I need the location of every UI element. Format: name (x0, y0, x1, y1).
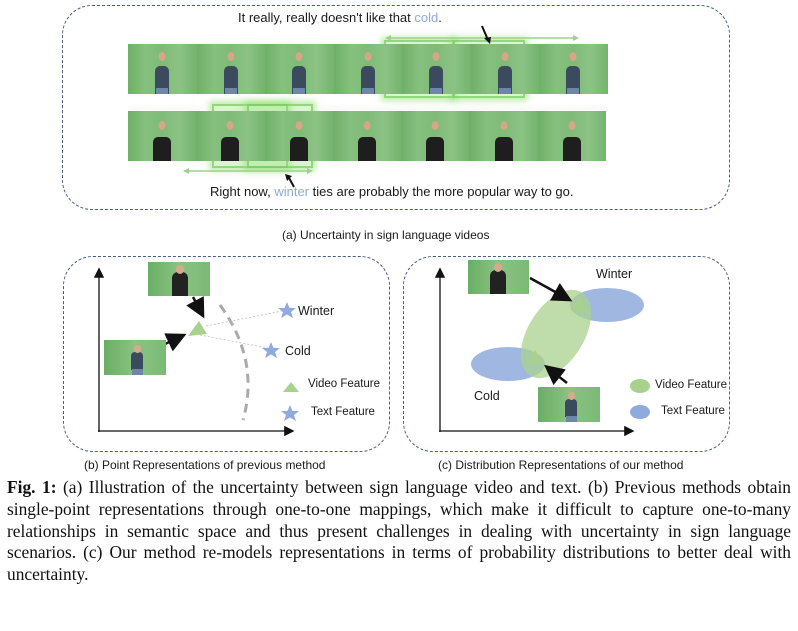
legend-text-feature: Text Feature (661, 405, 725, 417)
label-cold: Cold (474, 389, 500, 403)
label-winter: Winter (596, 267, 633, 281)
video-frame (333, 44, 402, 94)
bottom-sentence: Right now, winter ties are probably the … (210, 184, 574, 199)
arrow-to-cold (544, 364, 568, 386)
caption-b: (b) Point Representations of previous me… (84, 458, 326, 472)
bottom-span-arrow (183, 168, 313, 174)
arrow-from-left-thumb (164, 333, 187, 352)
legend-text-ellipse-icon (630, 405, 650, 419)
thumb-b-left (104, 340, 166, 375)
top-pointer-arrow (481, 25, 491, 44)
panel-c-border (403, 256, 730, 452)
video-feature-point (188, 321, 207, 336)
video-point-winter (571, 297, 587, 311)
caption-a: (a) Uncertainty in sign language videos (282, 228, 490, 242)
video-frame (332, 111, 402, 161)
video-frame (539, 44, 608, 94)
panel-b-diagram (93, 267, 299, 437)
top-sentence: It really, really doesn't like that cold… (238, 10, 442, 25)
video-frame (264, 111, 333, 161)
video-point-cold (527, 350, 543, 363)
label-winter: Winter (298, 304, 335, 318)
video-frame (537, 111, 607, 161)
thumb-c-bottom (538, 387, 600, 422)
arrow-to-winter (529, 276, 573, 302)
video-frame (128, 111, 197, 161)
top-video-strip (128, 44, 608, 94)
bottom-sentence-suffix: ties are probably the more popular way t… (309, 184, 574, 199)
video-frame (402, 44, 471, 94)
video-frame (265, 44, 334, 94)
star-winter-icon (278, 302, 296, 318)
thumb-b-top (148, 262, 210, 296)
figure-caption: Fig. 1: (a) Illustration of the uncertai… (7, 477, 791, 586)
caption-c: (c) Distribution Representations of our … (438, 458, 684, 472)
thumb-c-top (468, 260, 529, 294)
video-frame (128, 44, 197, 94)
legend-video-feature: Video Feature (308, 378, 381, 390)
top-span-arrow (385, 35, 579, 41)
arrow-from-top-thumb (186, 296, 205, 319)
highlight-word-winter: winter (274, 184, 310, 199)
legend-video-feature: Video Feature (655, 379, 728, 391)
link-to-cold (199, 334, 269, 349)
label-cold: Cold (285, 344, 311, 358)
top-sentence-suffix: . (438, 10, 442, 25)
legend-video-ellipse-icon (630, 379, 650, 393)
panel-c-diagram (434, 267, 650, 437)
panel-a-border (62, 5, 730, 210)
top-sentence-prefix: It really, really doesn't like that (238, 10, 415, 25)
video-frame (469, 111, 538, 161)
video-frame (470, 44, 539, 94)
bottom-pointer-arrow (285, 174, 295, 188)
figure-caption-text: (a) Illustration of the uncertainty betw… (7, 477, 791, 585)
video-frame (196, 111, 265, 161)
video-frame (196, 44, 265, 94)
video-frame (401, 111, 470, 161)
figure-label: Fig. 1: (7, 477, 57, 497)
link-to-winter (205, 310, 283, 327)
legend-star-icon (281, 405, 299, 421)
star-cold-icon (262, 342, 280, 358)
decision-boundary (218, 304, 250, 421)
legend-text-feature: Text Feature (311, 406, 375, 418)
panel-b-border (63, 256, 390, 452)
legend-triangle-icon (283, 382, 299, 392)
highlight-word-cold: cold (414, 10, 439, 25)
bottom-sentence-prefix: Right now, (210, 184, 275, 199)
bottom-video-strip (128, 111, 607, 161)
